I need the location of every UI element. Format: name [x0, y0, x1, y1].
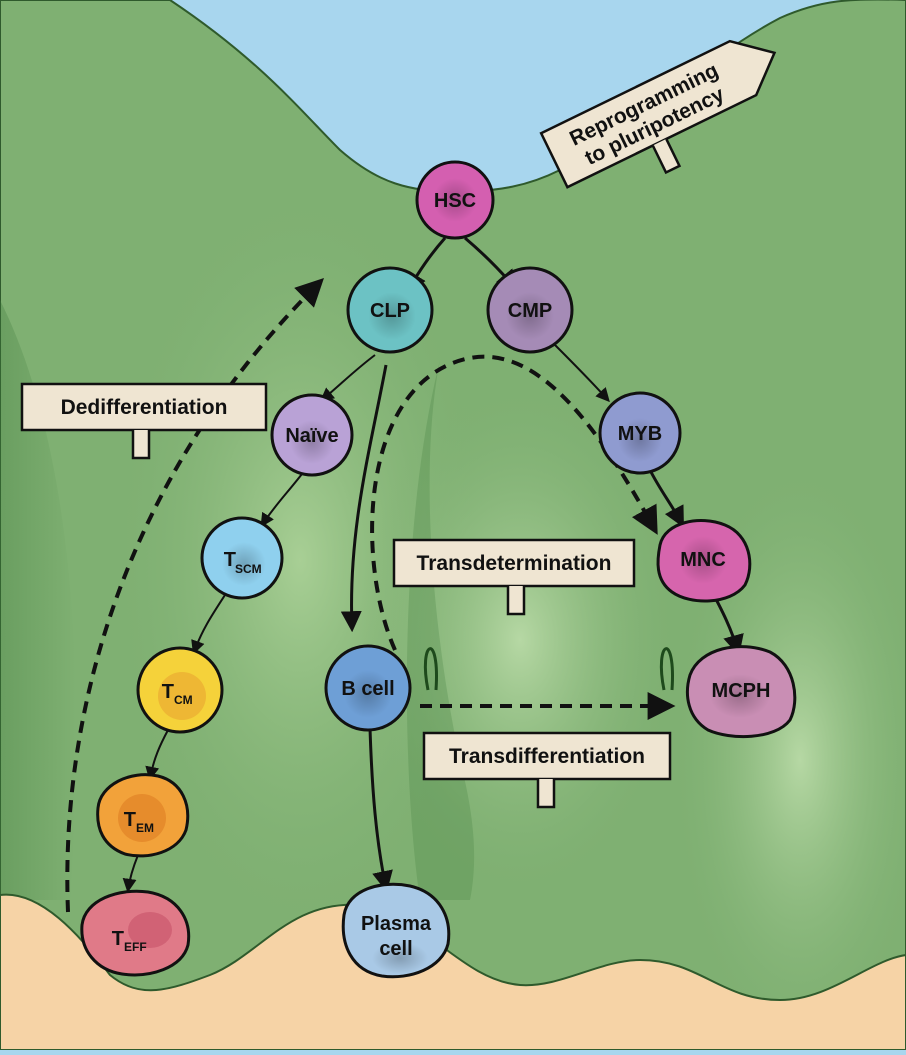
loop-mark-left	[423, 647, 438, 691]
dedifferentiation-label: Dedifferentiation	[20, 382, 268, 460]
tem-label: T	[124, 809, 136, 831]
cell-mcph: MCPH	[686, 645, 797, 739]
cell-clp: CLP	[346, 266, 434, 354]
tem-sub: EM	[136, 821, 154, 835]
tcm-sub: CM	[174, 693, 193, 707]
cell-tcm: T CM	[136, 646, 224, 734]
tscm-sub: SCM	[235, 562, 262, 576]
plasma-label-line2: cell	[379, 938, 412, 960]
cell-teff: T EFF	[80, 889, 191, 977]
arrow-clp-bcell	[340, 364, 388, 633]
cell-bcell: B cell	[324, 644, 412, 732]
transdetermination-text: Transdetermination	[417, 552, 612, 575]
cmp-label: CMP	[508, 300, 552, 322]
cell-myb: MYB	[598, 391, 682, 475]
transdetermination-arrow	[370, 354, 658, 651]
ground	[0, 893, 906, 1051]
naive-label: Naïve	[285, 425, 338, 447]
hsc-label: HSC	[434, 190, 476, 212]
cell-tscm: T SCM	[200, 516, 284, 600]
mnc-label: MNC	[680, 549, 726, 571]
arrow-naive-tscm	[260, 469, 306, 528]
transdifferentiation-label: Transdifferentiation	[422, 731, 672, 809]
dedifferentiation-text: Dedifferentiation	[61, 396, 228, 419]
cell-mnc: MNC	[656, 519, 752, 603]
teff-label: T	[112, 928, 124, 950]
arrow-cmp-myb	[554, 344, 610, 403]
cell-naive: Naïve	[270, 393, 354, 477]
cell-plasma: Plasma cell	[341, 882, 451, 979]
bcell-label: B cell	[341, 678, 394, 700]
arrow-clp-naive	[319, 354, 376, 402]
tscm-label: T	[224, 549, 236, 571]
myb-label: MYB	[618, 423, 662, 445]
arrow-tcm-tem	[145, 729, 169, 781]
arrow-tscm-tcm	[191, 594, 226, 655]
transdetermination-label: Transdetermination	[392, 538, 636, 616]
cell-tem: T EM	[96, 773, 190, 858]
transdifferentiation-text: Transdifferentiation	[449, 745, 645, 768]
teff-sub: EFF	[124, 940, 147, 954]
valley-shade-right	[670, 460, 906, 1055]
clp-label: CLP	[370, 300, 410, 322]
cell-cmp: CMP	[486, 266, 574, 354]
cell-hsc: HSC	[415, 160, 495, 240]
arrow-bcell-plasma	[368, 727, 393, 893]
arrow-myb-mnc	[648, 469, 684, 528]
dedifferentiation-arrow	[65, 278, 324, 913]
mcph-label: MCPH	[712, 680, 771, 702]
ridge-shadow-left	[0, 300, 77, 900]
loop-mark-right	[659, 647, 674, 691]
tcm-label: T	[162, 681, 174, 703]
arrow-tem-teff	[122, 854, 139, 893]
plasma-label-line1: Plasma	[361, 913, 432, 935]
